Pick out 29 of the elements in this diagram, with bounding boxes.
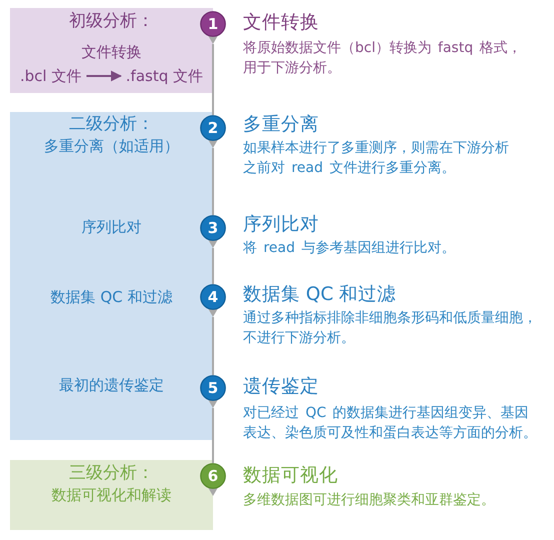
stage-step-label: 文件转换 xyxy=(82,43,142,61)
timeline-line xyxy=(212,44,214,115)
stage-heading: 三级分析： xyxy=(69,463,154,484)
step-description: 如果样本进行了多重测序，则需在下游分析之前对 read 文件进行多重分离。 xyxy=(243,139,510,178)
stage-step-label: 数据可视化和解读 xyxy=(52,486,172,504)
timeline-line xyxy=(212,408,214,463)
timeline-line xyxy=(212,317,214,375)
arrow xyxy=(86,70,122,82)
file-format-label: .fastq 文件 xyxy=(126,67,203,85)
step-title: 数据集 QC 和过滤 xyxy=(243,284,396,306)
stage-step-label: 最初的遗传鉴定 xyxy=(59,376,164,394)
step-title: 多重分离 xyxy=(243,114,319,136)
step-title: 文件转换 xyxy=(243,12,319,34)
timeline-line xyxy=(212,148,214,215)
stage-step-label: 多重分离（如适用） xyxy=(44,137,179,155)
stage-heading: 初级分析： xyxy=(69,11,154,32)
stage-heading: 二级分析： xyxy=(69,114,154,134)
step-title: 数据可视化 xyxy=(243,465,338,488)
step-description: 通过多种指标排除非细胞条形码和低质量细胞，不进行下游分析。 xyxy=(243,309,538,348)
file-format-label: .bcl 文件 xyxy=(20,67,82,85)
timeline-line xyxy=(212,248,214,284)
step-title: 序列比对 xyxy=(243,214,319,236)
step-description: 将 read 与参考基因组进行比对。 xyxy=(243,239,456,258)
stage-step-label: 数据集 QC 和过滤 xyxy=(50,288,172,306)
stage-step-label: 序列比对 xyxy=(82,218,142,236)
step-description: 多维数据图可进行细胞聚类和亚群鉴定。 xyxy=(243,491,496,510)
step-description: 对已经过 QC 的数据集进行基因组变异、基因表达、染色质可及性和蛋白表达等方面的分析。 xyxy=(243,404,538,443)
step-description: 将原始数据文件（bcl）转换为 fastq 格式，用于下游分析。 xyxy=(243,39,523,78)
step-title: 遗传鉴定 xyxy=(243,376,319,398)
